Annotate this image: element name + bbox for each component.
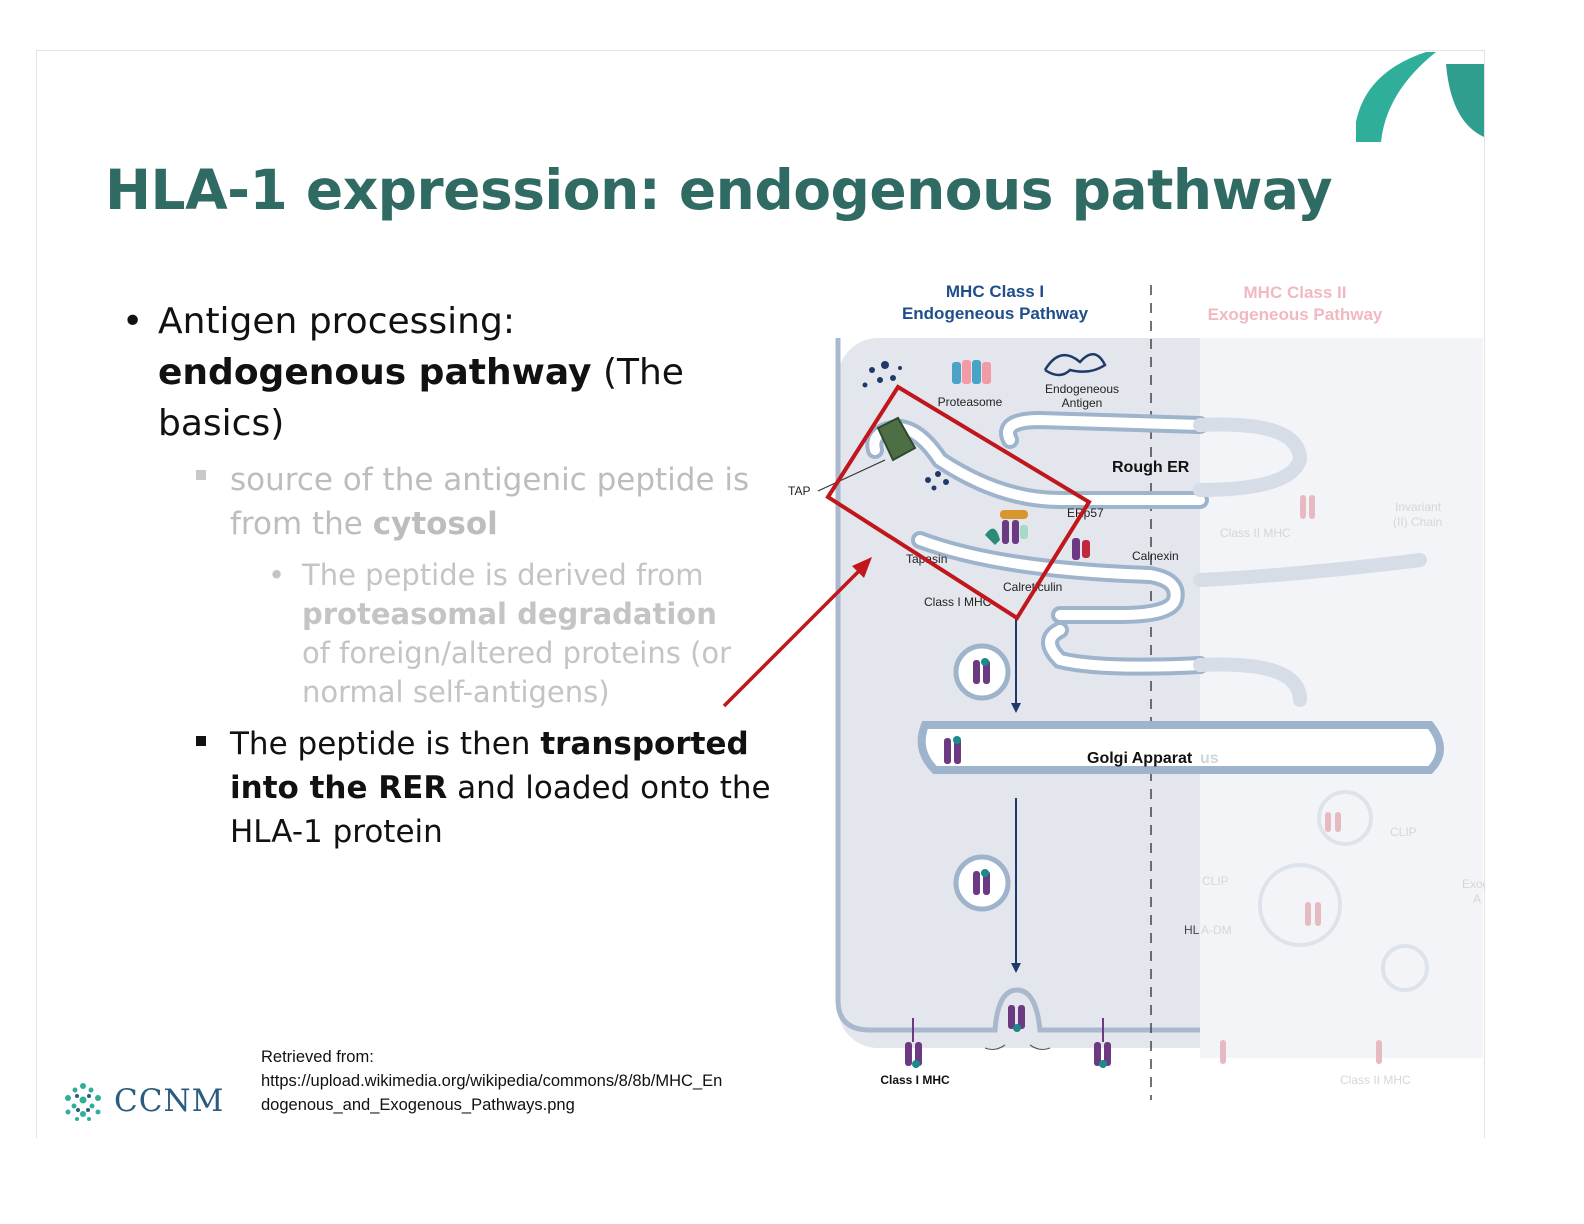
vesicle-icon <box>953 854 1011 912</box>
ccnm-logo: CCNM <box>60 1078 224 1124</box>
vesicle-icon <box>953 643 1011 701</box>
tap-transporter-icon <box>876 416 917 462</box>
label-endogenous-1: Endogeneous <box>1045 382 1119 396</box>
label-clip-1: CLIP <box>1390 825 1417 839</box>
endogenous-antigen-icon <box>1043 353 1107 377</box>
surface-mhc-icon <box>1008 1005 1025 1032</box>
source-caption: Retrieved from: https://upload.wikimedia… <box>261 1045 811 1117</box>
label-clip-2: CLIP <box>1202 874 1229 888</box>
calnexin-complex-icon <box>1072 538 1090 560</box>
label-class2-mhc-bottom: Class II MHC <box>1340 1073 1411 1087</box>
bullet-bold-text: proteasomal degradation <box>302 597 717 631</box>
golgi-mhc-icon <box>944 736 961 764</box>
golgi-apparatus <box>917 721 1444 774</box>
caption-line: Retrieved from: <box>261 1048 374 1066</box>
label-invariant-2: (II) Chain <box>1393 515 1442 529</box>
label-endogenous-2: Antigen <box>1062 396 1103 410</box>
label-class1-mhc-bottom: Class I MHC <box>880 1073 950 1087</box>
bullet-bold-text: cytosol <box>372 506 498 542</box>
label-rough-er: Rough ER <box>1112 459 1190 476</box>
surface-mhc-icon <box>905 1018 922 1068</box>
label-class2-mhc-mid: Class II MHC <box>1220 526 1291 540</box>
label-exog-2: A <box>1473 892 1481 906</box>
bullet-bold-text: transported into the RER <box>230 726 749 806</box>
proteasome-icon <box>952 360 991 384</box>
label-invariant-1: Invariant <box>1395 500 1442 514</box>
caption-url-line: https://upload.wikimedia.org/wikipedia/c… <box>261 1072 723 1090</box>
bullet-text: Antigen processing: <box>158 301 515 342</box>
label-golgi: Golgi Apparat <box>1087 750 1193 767</box>
label-proteasome: Proteasome <box>938 395 1003 409</box>
surface-mhc-icon <box>1094 1018 1111 1068</box>
caption-url-line: dogenous_and_Exogenous_Pathways.png <box>261 1096 575 1114</box>
highlight-box <box>825 384 1092 621</box>
ccnm-logo-mark-icon <box>65 1083 101 1121</box>
bullet-text-suffix: (The basics) <box>158 352 684 444</box>
right-header-line-2: Exogeneous Pathway <box>1208 305 1383 324</box>
bullet-dot: • <box>268 558 286 592</box>
ccnm-logo-text: CCNM <box>114 1083 225 1119</box>
bullet-text-suffix: of foreign/altered proteins (or normal s… <box>302 636 732 709</box>
label-erp57: ERp57 <box>1067 506 1104 520</box>
peptide-loading-complex-icon <box>985 510 1028 545</box>
slide-title: HLA-1 expression: endogenous pathway <box>105 158 1333 222</box>
corner-decoration <box>1356 52 1484 142</box>
bullet-text: The peptide is derived from <box>302 558 704 592</box>
left-header-line-1: MHC Class I <box>946 282 1044 301</box>
label-exog-1: Exog <box>1462 877 1485 891</box>
bullet-dot: • <box>122 301 144 342</box>
label-tap: TAP <box>788 484 810 498</box>
label-golgi-faded: us <box>1200 750 1219 767</box>
label-hla-dm-faded: A-DM <box>1201 923 1232 937</box>
faded-right-half <box>1200 338 1483 1058</box>
bullet-text: source of the antigenic peptide is from … <box>230 462 750 542</box>
label-hla-dm: HL <box>1184 923 1200 937</box>
label-calreticulin: Calreticulin <box>1003 580 1062 594</box>
bullet-text-suffix: and loaded onto the HLA-1 protein <box>230 770 771 850</box>
left-header-line-2: Endogeneous Pathway <box>902 304 1089 323</box>
label-calnexin: Calnexin <box>1132 549 1179 563</box>
bullet-square <box>196 736 206 746</box>
label-class1-mhc-inner: Class I MHC <box>924 595 992 609</box>
mhc-pathways-figure: MHC Class I Endogeneous Pathway MHC Clas… <box>788 282 1485 1100</box>
bullet-bold-text: endogenous pathway <box>158 352 592 393</box>
right-header-line-1: MHC Class II <box>1244 283 1347 302</box>
peptide-fragments-icon <box>862 361 902 388</box>
bullet-text: The peptide is then <box>230 726 541 762</box>
er-peptides-icon <box>925 471 949 491</box>
bullet-square <box>196 470 206 480</box>
